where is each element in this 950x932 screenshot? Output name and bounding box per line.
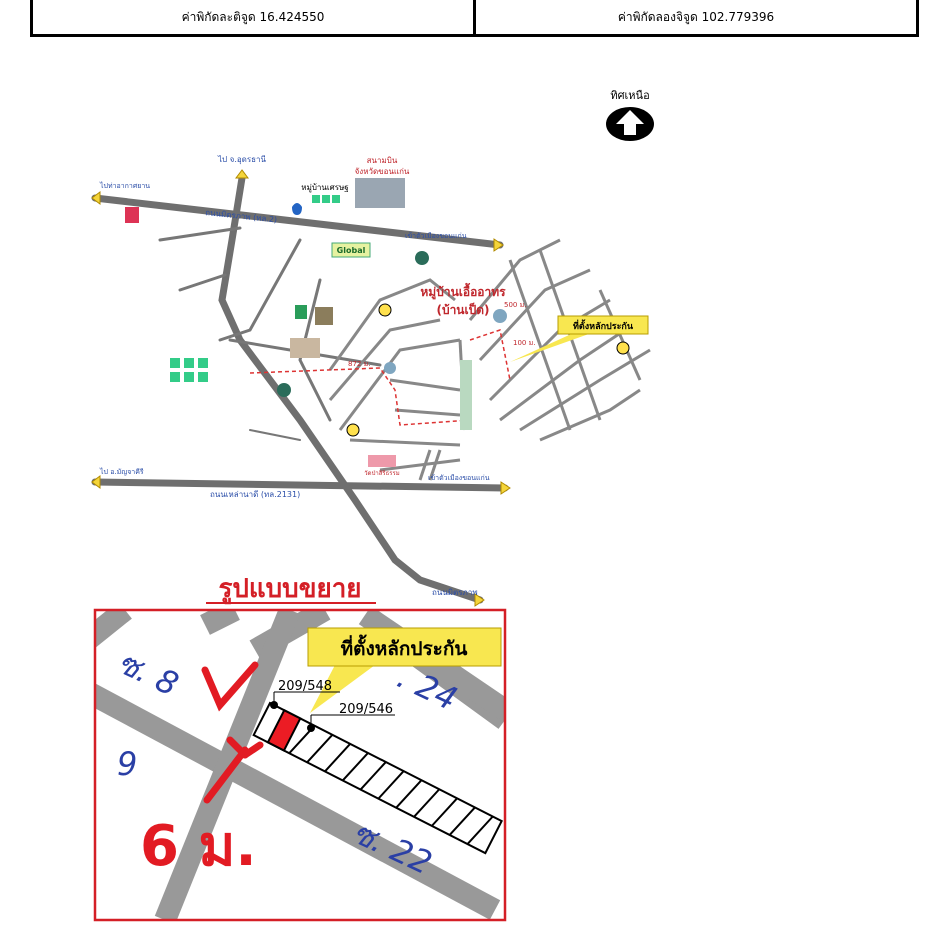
estate-grid-right xyxy=(458,238,651,442)
label-mittraphap-top: ถนนมิตรภาพ (ทล.2) xyxy=(205,208,278,224)
roundabout-icon xyxy=(493,309,507,323)
fuel-icon xyxy=(292,203,302,215)
label-collateral-small: ที่ตั้งหลักประกัน xyxy=(573,319,634,332)
label-airport-2: จังหวัดขอนแก่น xyxy=(355,167,410,176)
global-house-logo xyxy=(331,242,371,258)
seven-eleven-icon xyxy=(295,305,307,319)
north-arrow-icon xyxy=(606,107,654,141)
temple-icon xyxy=(368,455,396,467)
bank-icon-2 xyxy=(277,383,291,397)
label-soi-9: 9 xyxy=(117,745,137,783)
shop-icon xyxy=(125,207,139,223)
label-to-airport: ไปท่าอากาศยาน xyxy=(99,181,150,190)
bank-icon xyxy=(415,251,429,265)
plot-strip xyxy=(252,701,504,855)
label-to-manchakhiri: ไป อ.มัญจาคีรี xyxy=(99,467,144,476)
route-line xyxy=(249,367,471,426)
road-network xyxy=(91,174,509,604)
village-icons xyxy=(170,195,340,382)
roundabout-icon-2 xyxy=(384,362,396,374)
airport-image xyxy=(355,178,405,208)
label-to-city-2: เข้าตัวเมืองขอนแก่น xyxy=(428,474,490,482)
enlarged-map: ที่ตั้งหลักประกัน 209/548 209/546 ซ. 8 .… xyxy=(95,610,505,920)
route-line-2 xyxy=(469,329,511,381)
label-village: หมู่บ้านเศรษฐ xyxy=(301,183,348,193)
marker-3 xyxy=(378,303,392,317)
latitude-cell: ค่าพิกัดละติจูด 16.424550 xyxy=(181,9,325,24)
label-width-6m: 6 ม. xyxy=(140,814,257,879)
label-temple: วัดป่าสิริธรรม xyxy=(364,470,399,477)
plot-number-548: 209/548 xyxy=(278,679,332,694)
enlarged-map-border xyxy=(93,608,507,922)
label-global: Global xyxy=(337,246,366,255)
label-airport-1: สนามบิน xyxy=(367,156,398,165)
label-estate-2: (บ้านเป็ด) xyxy=(436,302,489,317)
building-icon xyxy=(315,307,333,325)
road-arrows xyxy=(91,169,511,607)
marker-2 xyxy=(616,341,630,355)
estate-grid-left xyxy=(328,278,461,481)
enlarged-title: รูปแบบขยาย xyxy=(218,574,361,605)
longitude-cell: ค่าพิกัดลองจิจูด 102.779396 xyxy=(473,0,916,34)
label-road-2131: ถนนเหล่านาดี (ทล.2131) xyxy=(210,490,300,499)
label-to-udon: ไป จ.อุดรธานี xyxy=(217,155,267,164)
house-icon xyxy=(290,338,320,358)
collateral-callout-small: ที่ตั้งหลักประกัน xyxy=(510,315,649,362)
north-indicator: ทิศเหนือ xyxy=(598,86,662,148)
north-label: ทิศเหนือ xyxy=(610,89,650,102)
label-estate-1: หมู่บ้านเอื้ออาทร xyxy=(420,282,506,300)
label-mittraphap-bottom: ถนนมิตรภาพ xyxy=(432,588,478,597)
label-872m: 872 ม. xyxy=(348,360,370,368)
label-500m: 500 ม. xyxy=(504,301,526,309)
park-strip xyxy=(460,360,472,430)
label-to-city-1: เข้าตัวเมืองขอนแก่น xyxy=(405,232,467,240)
marker-1 xyxy=(346,423,360,437)
coordinates-table: ค่าพิกัดละติจูด 16.424550 ค่าพิกัดลองจิจ… xyxy=(30,0,919,37)
collateral-callout-large: ที่ตั้งหลักประกัน xyxy=(307,627,502,713)
label-100m: 100 ม. xyxy=(513,339,535,347)
plot-number-546: 209/546 xyxy=(339,702,393,717)
label-collateral-large: ที่ตั้งหลักประกัน xyxy=(341,634,468,660)
